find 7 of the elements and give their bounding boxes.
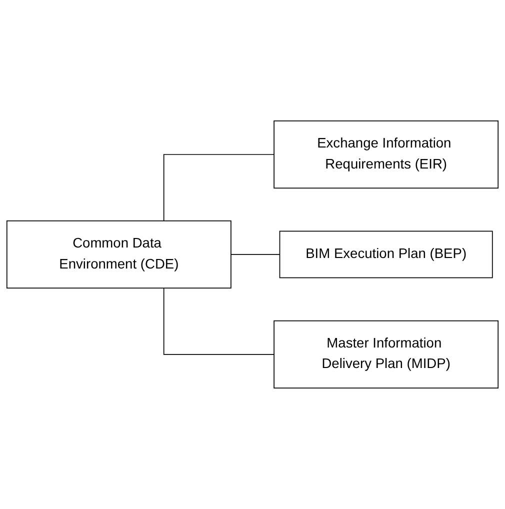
node-box: BIM Execution Plan (BEP): [279, 230, 493, 278]
node-box: Exchange Information Requirements (EIR): [274, 120, 499, 189]
connector: [163, 154, 274, 222]
node-box: Common Data Environment (CDE): [6, 220, 232, 289]
connector: [163, 288, 274, 355]
node-box: Master Information Delivery Plan (MIDP): [274, 320, 499, 388]
connector: [230, 254, 280, 255]
